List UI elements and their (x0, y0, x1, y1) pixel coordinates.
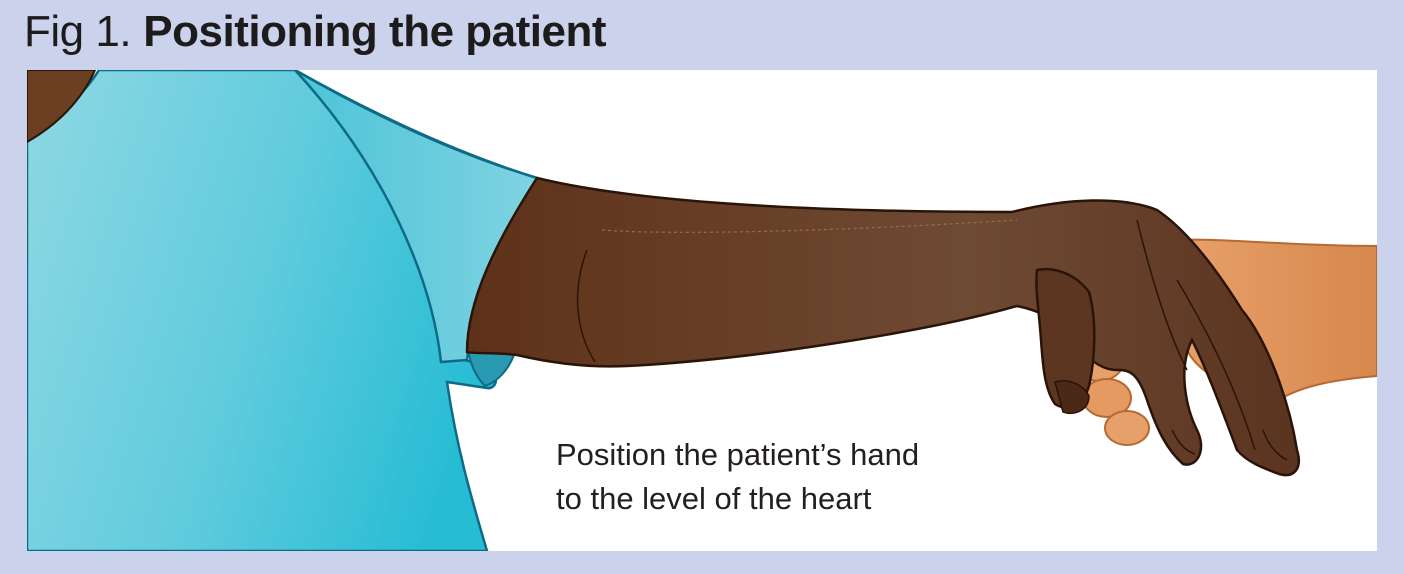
figure-header: Fig 1. Positioning the patient (24, 4, 606, 64)
caption-line-1: Position the patient’s hand (556, 437, 920, 472)
illustration (27, 70, 1377, 551)
illustration-panel: Position the patient’s hand to the level… (27, 70, 1377, 551)
patient-gown (27, 70, 539, 551)
caption-line-2: to the level of the heart (556, 481, 872, 516)
patient-forearm (465, 176, 1300, 477)
figure-title: Positioning the patient (143, 7, 606, 56)
patient-neck (27, 70, 97, 144)
figure-label: Fig 1. (24, 7, 132, 56)
caption: Position the patient’s hand to the level… (556, 433, 1116, 521)
